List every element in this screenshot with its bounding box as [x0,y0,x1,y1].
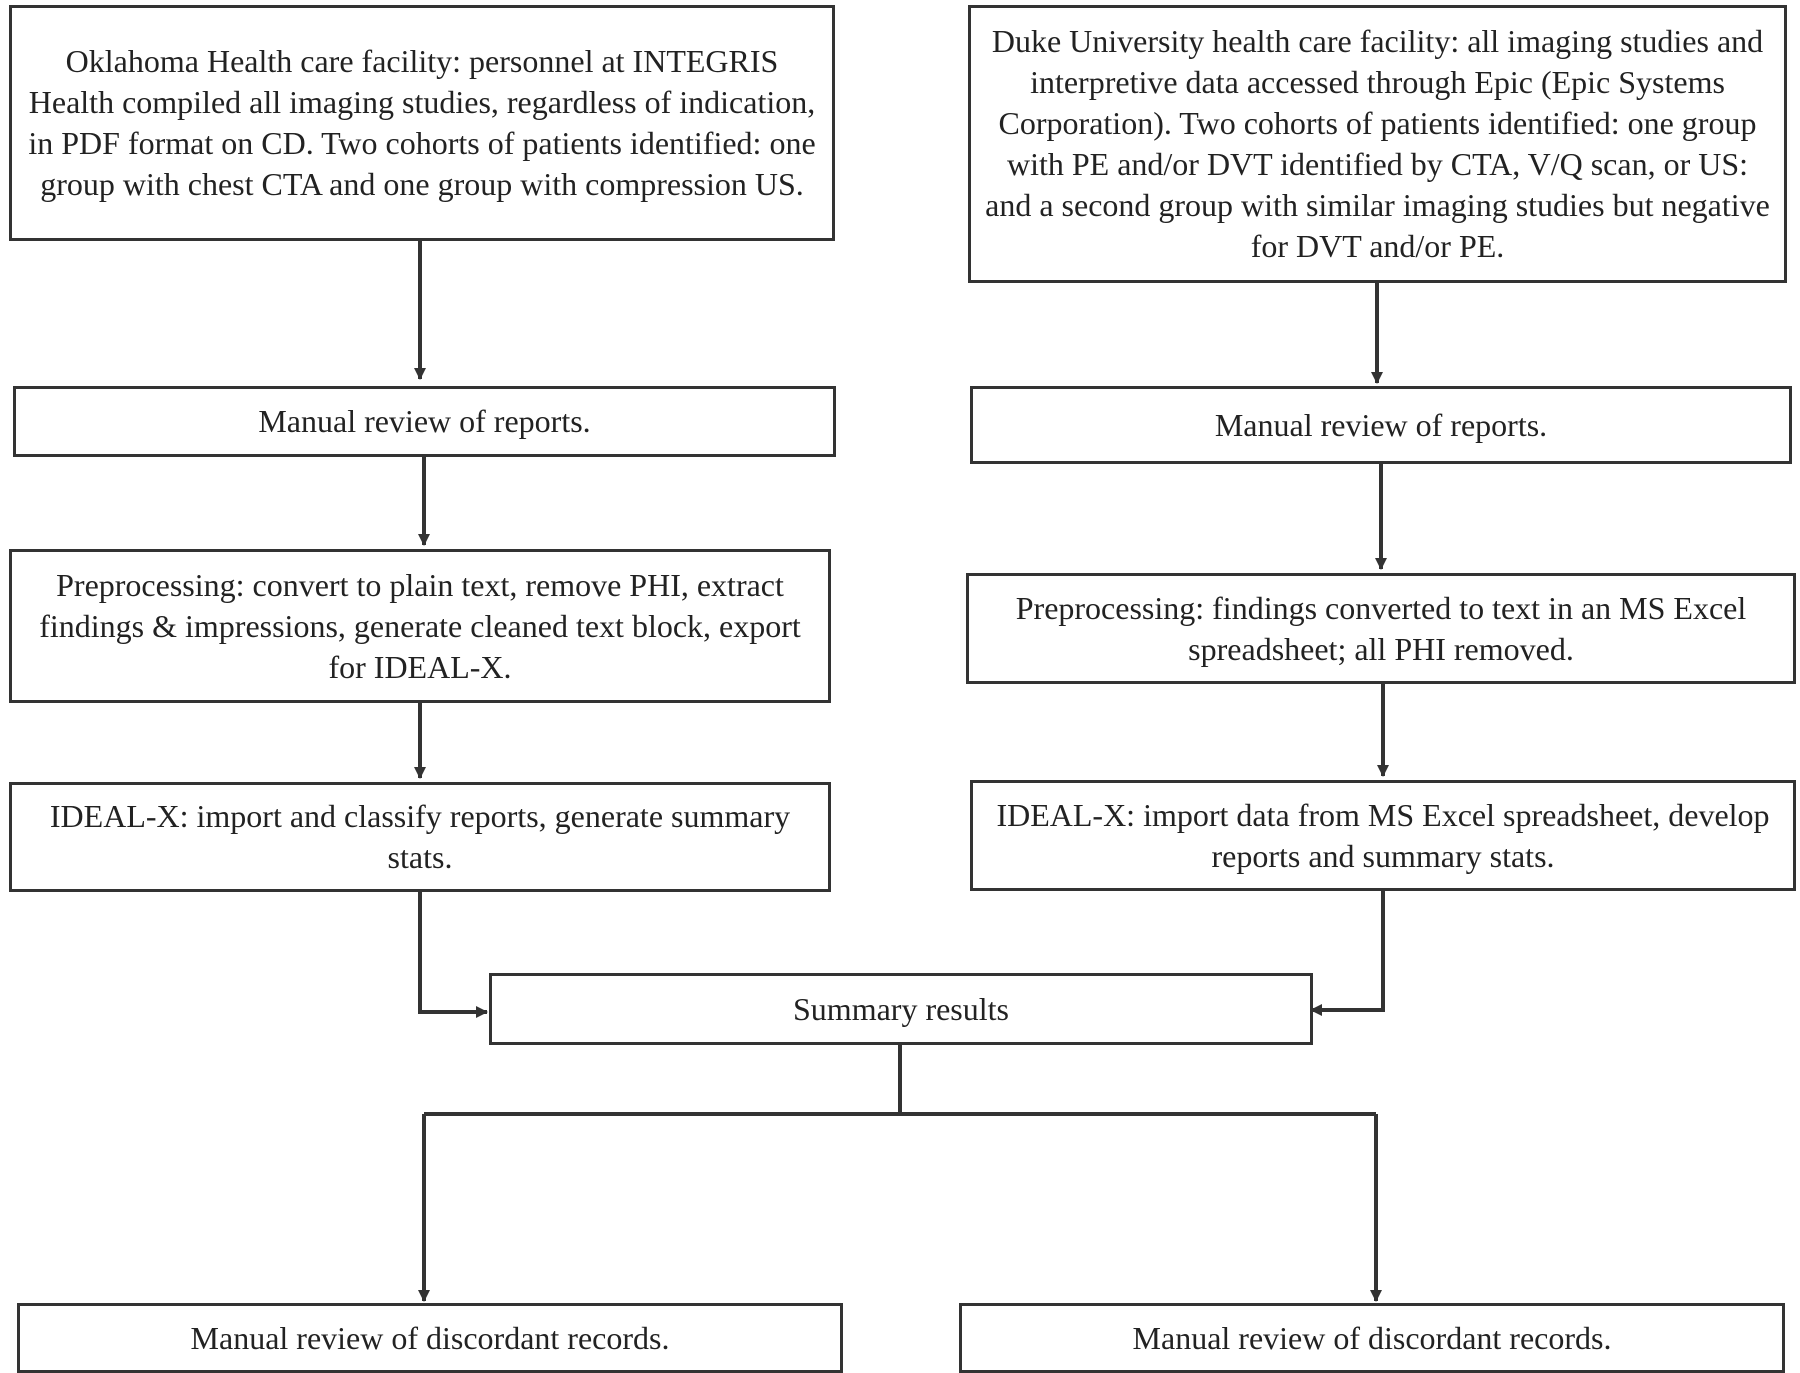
arrow-right-idealx-to-summary [1310,890,1385,1016]
left-preprocessing-box: Preprocessing: convert to plain text, re… [9,549,831,703]
left-preprocessing-text: Preprocessing: convert to plain text, re… [39,566,801,685]
left-idealx-text: IDEAL-X: import and classify reports, ge… [49,798,791,875]
right-preprocessing-text: Preprocessing: findings converted to tex… [1015,589,1747,667]
left-review-box: Manual review of reports. [13,386,836,457]
left-source-text: Oklahoma Health care facility: personnel… [28,43,816,202]
left-discordant-box: Manual review of discordant records. [17,1303,843,1373]
right-source-box: Duke University health care facility: al… [968,5,1787,283]
right-discordant-box: Manual review of discordant records. [959,1303,1785,1373]
summary-text: Summary results [793,990,1009,1027]
left-review-text: Manual review of reports. [258,403,591,439]
left-discordant-text: Manual review of discordant records. [190,1319,670,1356]
right-source-text: Duke University health care facility: al… [985,23,1770,264]
right-review-box: Manual review of reports. [970,386,1792,464]
left-idealx-box: IDEAL-X: import and classify reports, ge… [9,782,831,892]
right-review-text: Manual review of reports. [1214,406,1548,443]
right-idealx-box: IDEAL-X: import data from MS Excel sprea… [970,780,1796,891]
left-source-box: Oklahoma Health care facility: personnel… [9,5,835,241]
right-discordant-text: Manual review of discordant records. [1132,1319,1612,1356]
right-idealx-text: IDEAL-X: import data from MS Excel sprea… [996,796,1770,874]
summary-box: Summary results [489,973,1313,1045]
arrow-left-idealx-to-summary [418,890,488,1018]
right-preprocessing-box: Preprocessing: findings converted to tex… [966,573,1796,684]
